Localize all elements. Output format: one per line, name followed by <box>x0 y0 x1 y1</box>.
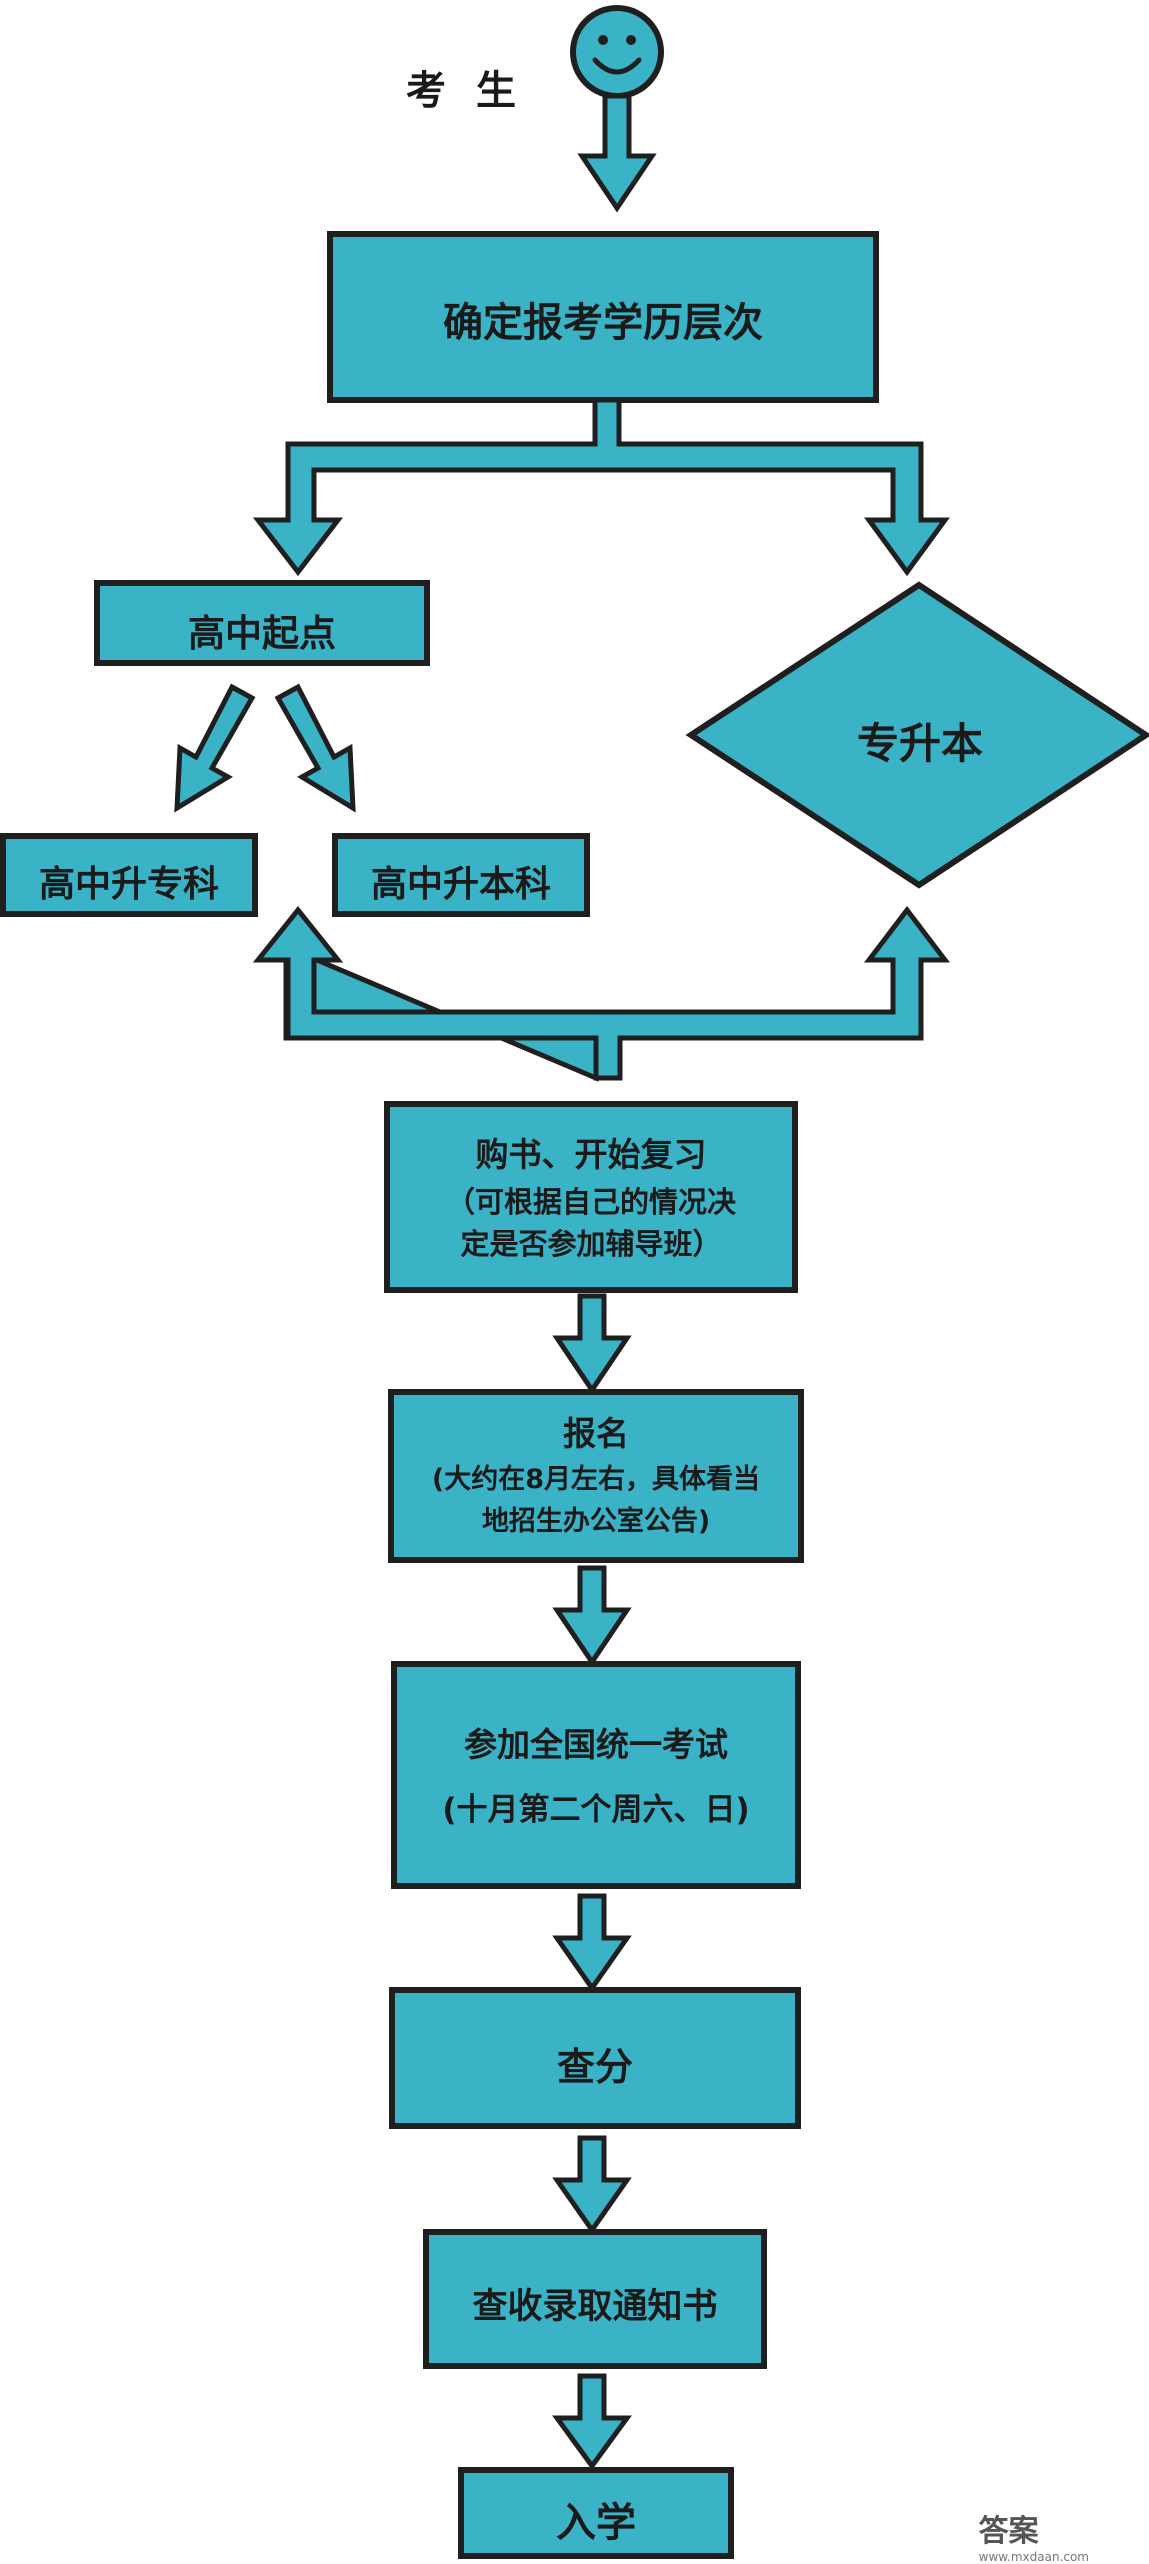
arrow-exam-to-scores <box>552 1893 632 1993</box>
arrow-level-split <box>252 397 950 577</box>
label-buy-books-note-1: （可根据自己的情况决 <box>445 1185 736 1219</box>
box-check-scores <box>389 1987 801 2129</box>
label-national-exam-note: (十月第二个周六、日) <box>442 1792 750 1828</box>
arrow-register-to-exam <box>552 1565 632 1667</box>
arrow-merge-up-main <box>252 905 951 1081</box>
box-determine-level <box>327 231 879 403</box>
box-enrollment <box>458 2467 734 2559</box>
content-national-exam: 参加全国统一考试 (十月第二个周六、日) <box>394 1664 798 1886</box>
content-register: 报名 (大约在8月左右，具体看当 地招生办公室公告) <box>391 1392 801 1560</box>
watermark: 答案 www.mxdaan.com <box>979 2506 1089 2564</box>
content-buy-books: 购书、开始复习 （可根据自己的情况决 定是否参加辅导班） <box>387 1104 795 1290</box>
diamond-college-to-bachelor <box>685 581 1149 889</box>
smiley-face-icon <box>570 5 664 99</box>
label-register-note-1: (大约在8月左右，具体看当 <box>431 1464 761 1495</box>
arrow-hs-to-college <box>174 683 256 813</box>
label-national-exam-title: 参加全国统一考试 <box>464 1725 728 1764</box>
arrow-candidate-to-level <box>577 93 657 213</box>
watermark-url: www.mxdaan.com <box>978 2550 1089 2564</box>
box-high-school-start <box>94 580 430 666</box>
arrow-scores-to-notice <box>552 2135 632 2235</box>
label-register-title: 报名 <box>563 1414 629 1453</box>
box-hs-to-college <box>0 833 258 917</box>
box-buy-books <box>384 1101 798 1293</box>
label-buy-books-title: 购书、开始复习 <box>475 1135 707 1174</box>
label-buy-books-note-2: 定是否参加辅导班） <box>460 1227 722 1261</box>
box-hs-to-bachelor <box>332 833 590 917</box>
box-admission-notice <box>423 2229 767 2369</box>
arrow-books-to-register <box>552 1293 632 1395</box>
arrow-hs-to-bachelor <box>274 683 356 813</box>
box-national-exam <box>391 1661 801 1889</box>
watermark-text: 答案 <box>978 2514 1039 2549</box>
box-register <box>388 1389 804 1563</box>
label-register-note-2: 地招生办公室公告) <box>481 1506 711 1537</box>
arrow-notice-to-enroll <box>552 2373 632 2471</box>
